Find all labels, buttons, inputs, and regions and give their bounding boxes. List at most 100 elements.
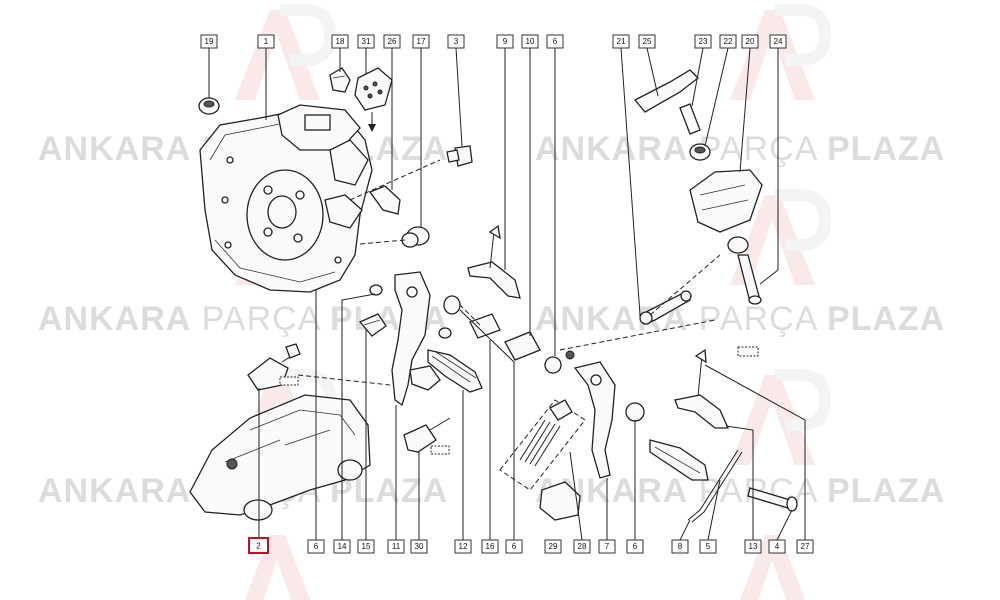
callout-5[interactable]: 5 bbox=[699, 539, 717, 554]
svg-text:ANKARA PARÇA PLAZA: ANKARA PARÇA PLAZA bbox=[535, 300, 945, 338]
part-clip-15 bbox=[358, 313, 387, 337]
callout-22[interactable]: 22 bbox=[719, 34, 737, 49]
wm-brand-1: ANKARA bbox=[38, 130, 191, 168]
callout-19[interactable]: 19 bbox=[200, 34, 218, 49]
part-rod-21 bbox=[639, 290, 692, 325]
callout-27[interactable]: 27 bbox=[796, 539, 814, 554]
part-lever-13 bbox=[674, 348, 730, 429]
callout-11[interactable]: 11 bbox=[387, 539, 405, 554]
svg-text:2: 2 bbox=[256, 542, 261, 551]
svg-text:15: 15 bbox=[362, 542, 371, 551]
svg-text:ANKARA PARÇA PLAZA: ANKARA PARÇA PLAZA bbox=[38, 300, 448, 338]
callout-26[interactable]: 26 bbox=[383, 34, 401, 49]
svg-text:1: 1 bbox=[264, 37, 269, 46]
wm-brand-2: PARÇA bbox=[699, 130, 818, 168]
part-switch-2 bbox=[247, 343, 301, 391]
callout-6[interactable]: 6 bbox=[307, 539, 325, 554]
svg-text:5: 5 bbox=[706, 542, 711, 551]
svg-text:16: 16 bbox=[486, 542, 495, 551]
svg-text:13: 13 bbox=[749, 542, 758, 551]
part-pedal-pad-12 bbox=[409, 349, 483, 393]
callout-row-bottom: 2 6 14 15 11 30 12 16 6 29 28 7 6 8 5 13… bbox=[248, 537, 814, 554]
part-pin-23 bbox=[679, 103, 701, 135]
wm-brand-3: PLAZA bbox=[827, 300, 945, 338]
callout-2-selected[interactable]: 2 bbox=[248, 537, 269, 554]
part-bolt-3 bbox=[446, 145, 473, 167]
svg-text:25: 25 bbox=[643, 37, 652, 46]
part-lever-9 bbox=[467, 224, 521, 299]
callout-25[interactable]: 25 bbox=[638, 34, 656, 49]
part-bracket-25 bbox=[633, 69, 699, 113]
svg-text:18: 18 bbox=[336, 37, 345, 46]
callout-7[interactable]: 7 bbox=[598, 539, 616, 554]
callout-13[interactable]: 13 bbox=[744, 539, 762, 554]
svg-text:6: 6 bbox=[553, 37, 558, 46]
part-switch-30 bbox=[403, 417, 451, 453]
callout-6[interactable]: 6 bbox=[626, 539, 644, 554]
part-vehicle-outline bbox=[189, 394, 371, 521]
svg-text:6: 6 bbox=[633, 542, 638, 551]
callout-30[interactable]: 30 bbox=[410, 539, 428, 554]
svg-text:3: 3 bbox=[454, 37, 459, 46]
wm-brand-2: PARÇA bbox=[699, 300, 818, 338]
svg-text:19: 19 bbox=[205, 37, 214, 46]
part-bushing-17 bbox=[401, 226, 430, 248]
leader-lines bbox=[208, 47, 806, 541]
callout-3[interactable]: 3 bbox=[447, 34, 465, 49]
part-bolt-4 bbox=[747, 487, 798, 512]
svg-text:11: 11 bbox=[392, 542, 401, 551]
wm-brand-2: PARÇA bbox=[202, 300, 321, 338]
part-brake-pedal-7 bbox=[573, 361, 709, 481]
callout-15[interactable]: 15 bbox=[357, 539, 375, 554]
part-block-29 bbox=[539, 481, 581, 521]
callout-20[interactable]: 20 bbox=[741, 34, 759, 49]
callout-23[interactable]: 23 bbox=[694, 34, 712, 49]
callout-28[interactable]: 28 bbox=[573, 539, 591, 554]
part-sleeve-10 bbox=[469, 313, 541, 361]
callout-21[interactable]: 21 bbox=[612, 34, 630, 49]
callout-10[interactable]: 10 bbox=[521, 34, 539, 49]
callout-31[interactable]: 31 bbox=[357, 34, 375, 49]
svg-text:24: 24 bbox=[774, 37, 783, 46]
svg-text:23: 23 bbox=[699, 37, 708, 46]
svg-text:14: 14 bbox=[338, 542, 347, 551]
svg-text:6: 6 bbox=[512, 542, 517, 551]
svg-text:28: 28 bbox=[578, 542, 587, 551]
callout-14[interactable]: 14 bbox=[333, 539, 351, 554]
part-spacer-6 bbox=[625, 402, 645, 422]
watermark-text: ANKARA PARÇA PLAZA ANKARA PARÇA PLAZA AN… bbox=[38, 130, 945, 510]
callout-1[interactable]: 1 bbox=[257, 34, 275, 49]
callout-24[interactable]: 24 bbox=[769, 34, 787, 49]
svg-text:30: 30 bbox=[415, 542, 424, 551]
wm-brand-3: PLAZA bbox=[827, 472, 945, 510]
wm-brand-1: ANKARA bbox=[535, 130, 688, 168]
part-clutch-pedal-11 bbox=[391, 271, 431, 407]
svg-text:ANKARA PARÇA PLAZA: ANKARA PARÇA PLAZA bbox=[535, 130, 945, 168]
callout-9[interactable]: 9 bbox=[496, 34, 514, 49]
connector-placeholder-boxes bbox=[279, 346, 759, 455]
callout-4[interactable]: 4 bbox=[768, 539, 786, 554]
svg-text:12: 12 bbox=[459, 542, 468, 551]
callout-12[interactable]: 12 bbox=[454, 539, 472, 554]
callout-6[interactable]: 6 bbox=[546, 34, 564, 49]
wm-brand-1: ANKARA bbox=[38, 472, 191, 510]
callout-29[interactable]: 29 bbox=[544, 539, 562, 554]
svg-text:20: 20 bbox=[746, 37, 755, 46]
svg-text:21: 21 bbox=[617, 37, 626, 46]
part-nut-6 bbox=[544, 350, 575, 374]
part-spring-28 bbox=[499, 399, 586, 491]
svg-text:8: 8 bbox=[678, 542, 683, 551]
callout-17[interactable]: 17 bbox=[412, 34, 430, 49]
wm-brand-1: ANKARA bbox=[38, 300, 191, 338]
svg-text:4: 4 bbox=[775, 542, 780, 551]
callout-8[interactable]: 8 bbox=[671, 539, 689, 554]
callout-16[interactable]: 16 bbox=[481, 539, 499, 554]
callout-6[interactable]: 6 bbox=[505, 539, 523, 554]
callout-18[interactable]: 18 bbox=[331, 34, 349, 49]
part-pedal-housing-1 bbox=[199, 104, 373, 293]
svg-text:6: 6 bbox=[314, 542, 319, 551]
svg-text:31: 31 bbox=[362, 37, 371, 46]
wm-brand-3: PLAZA bbox=[330, 300, 448, 338]
